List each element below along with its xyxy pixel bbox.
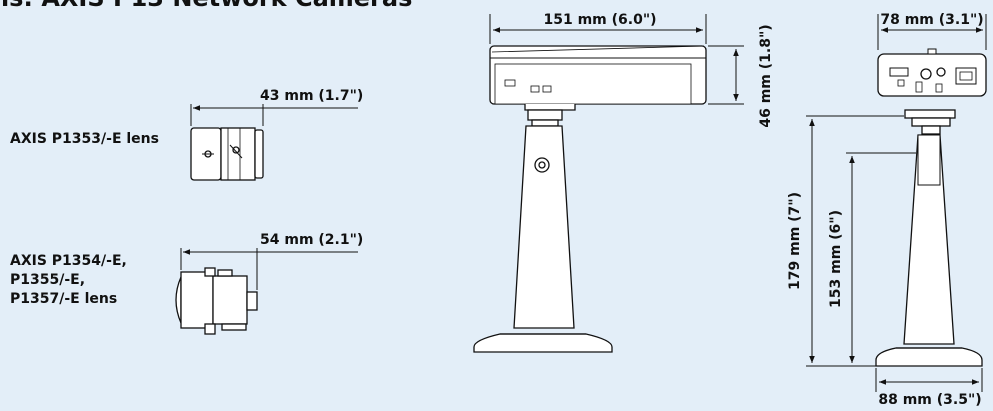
- front-view-total-height-text: 179 mm (7"): [787, 192, 803, 290]
- lens-label-p1354: AXIS P1354/-E, P1355/-E, P1357/-E lens: [10, 252, 127, 309]
- side-view-height-dimension: 46 mm (1.8"): [708, 24, 774, 128]
- camera-side-view: [473, 45, 707, 353]
- lens-label-line: P1355/-E,: [10, 272, 86, 288]
- lens-p1354-dimension-text: 54 mm (2.1"): [260, 232, 363, 248]
- front-view-stand-height-dimension: 153 mm (6"): [828, 152, 916, 367]
- lens-label-p1353: AXIS P1353/-E lens: [10, 130, 159, 149]
- lens-label-line: AXIS P1354/-E,: [10, 253, 127, 269]
- side-view-height-text: 46 mm (1.8"): [758, 24, 774, 127]
- front-view-stand-height-text: 153 mm (6"): [828, 210, 844, 308]
- lens-p1353-dimension: 43 mm (1.7"): [190, 88, 363, 126]
- front-view-width-text: 78 mm (3.1"): [880, 12, 983, 28]
- camera-front-view: [875, 48, 987, 367]
- page-title: ns: AXIS P13 Network Cameras: [0, 0, 412, 12]
- side-view-length-text: 151 mm (6.0"): [543, 12, 656, 28]
- side-view-length-dimension: 151 mm (6.0"): [489, 12, 707, 44]
- front-view-base-width-text: 88 mm (3.5"): [878, 392, 981, 408]
- lens-p1354-dimension: 54 mm (2.1"): [180, 232, 363, 290]
- front-view-width-dimension: 78 mm (3.1"): [877, 12, 987, 50]
- lens-label-line: AXIS P1353/-E lens: [10, 131, 159, 147]
- lens-p1353-drawing: [190, 127, 264, 181]
- front-view-base-width-dimension: 88 mm (3.5"): [875, 368, 983, 408]
- lens-p1354-drawing: [175, 267, 258, 335]
- lens-label-line: P1357/-E lens: [10, 291, 118, 307]
- front-view-total-height-dimension: 179 mm (7"): [787, 115, 904, 367]
- lens-p1353-dimension-text: 43 mm (1.7"): [260, 88, 363, 104]
